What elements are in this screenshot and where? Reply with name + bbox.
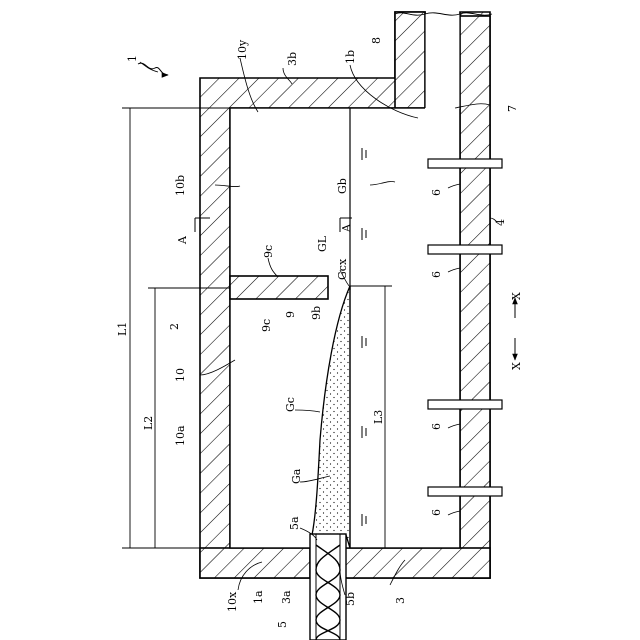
label1-arrow: [138, 63, 168, 75]
label-1b: 1b: [344, 50, 357, 64]
label-10a: 10a: [174, 425, 187, 446]
label-2: 2: [168, 323, 181, 330]
label-Ga: Ga: [290, 468, 303, 484]
label-10x: 10x: [226, 591, 239, 612]
label-A-mid: A: [340, 223, 353, 233]
label-8: 8: [370, 37, 383, 44]
label-3b: 3b: [286, 52, 299, 66]
label-9b: 9b: [310, 306, 323, 320]
label-Gcx: Gcx: [336, 258, 349, 280]
label-4: 4: [494, 219, 507, 226]
label-Gc: Gc: [284, 397, 297, 412]
label-3a: 3a: [280, 590, 293, 604]
label-1-L1: L1: [116, 322, 129, 336]
label-A-top: A: [176, 235, 189, 245]
label-6-d: 6: [430, 509, 443, 516]
label-9c-top: 9c: [262, 245, 275, 258]
top-right-wall: [395, 12, 425, 108]
screw-feeder: [310, 534, 346, 640]
label-1a: 1a: [252, 590, 265, 604]
label-5: 5: [276, 621, 289, 628]
label-10: 10: [174, 368, 187, 382]
bottom-wall-left: [200, 548, 310, 578]
label-L3: L3: [372, 410, 385, 424]
label-3: 3: [394, 597, 407, 604]
label-Gb: Gb: [336, 178, 349, 194]
label-5b: 5b: [344, 592, 357, 606]
label-X2: X: [510, 362, 523, 370]
label-10b: 10b: [174, 175, 187, 196]
label-9c-side: 9c: [260, 319, 273, 332]
label-6-c: 6: [430, 423, 443, 430]
label-7: 7: [506, 105, 519, 112]
label-5a: 5a: [288, 516, 301, 530]
partition-9: [230, 276, 328, 299]
label-9: 9: [284, 311, 297, 318]
label-GL: GL: [316, 235, 329, 252]
label-10y: 10y: [236, 39, 249, 60]
label-6-a: 6: [430, 189, 443, 196]
channel-7: [425, 14, 460, 109]
label-1: 1: [126, 55, 139, 62]
bottom-right-cover: [346, 549, 460, 577]
label-X: X: [510, 292, 523, 300]
label-6-b: 6: [430, 271, 443, 278]
label-L2: L2: [142, 416, 155, 430]
